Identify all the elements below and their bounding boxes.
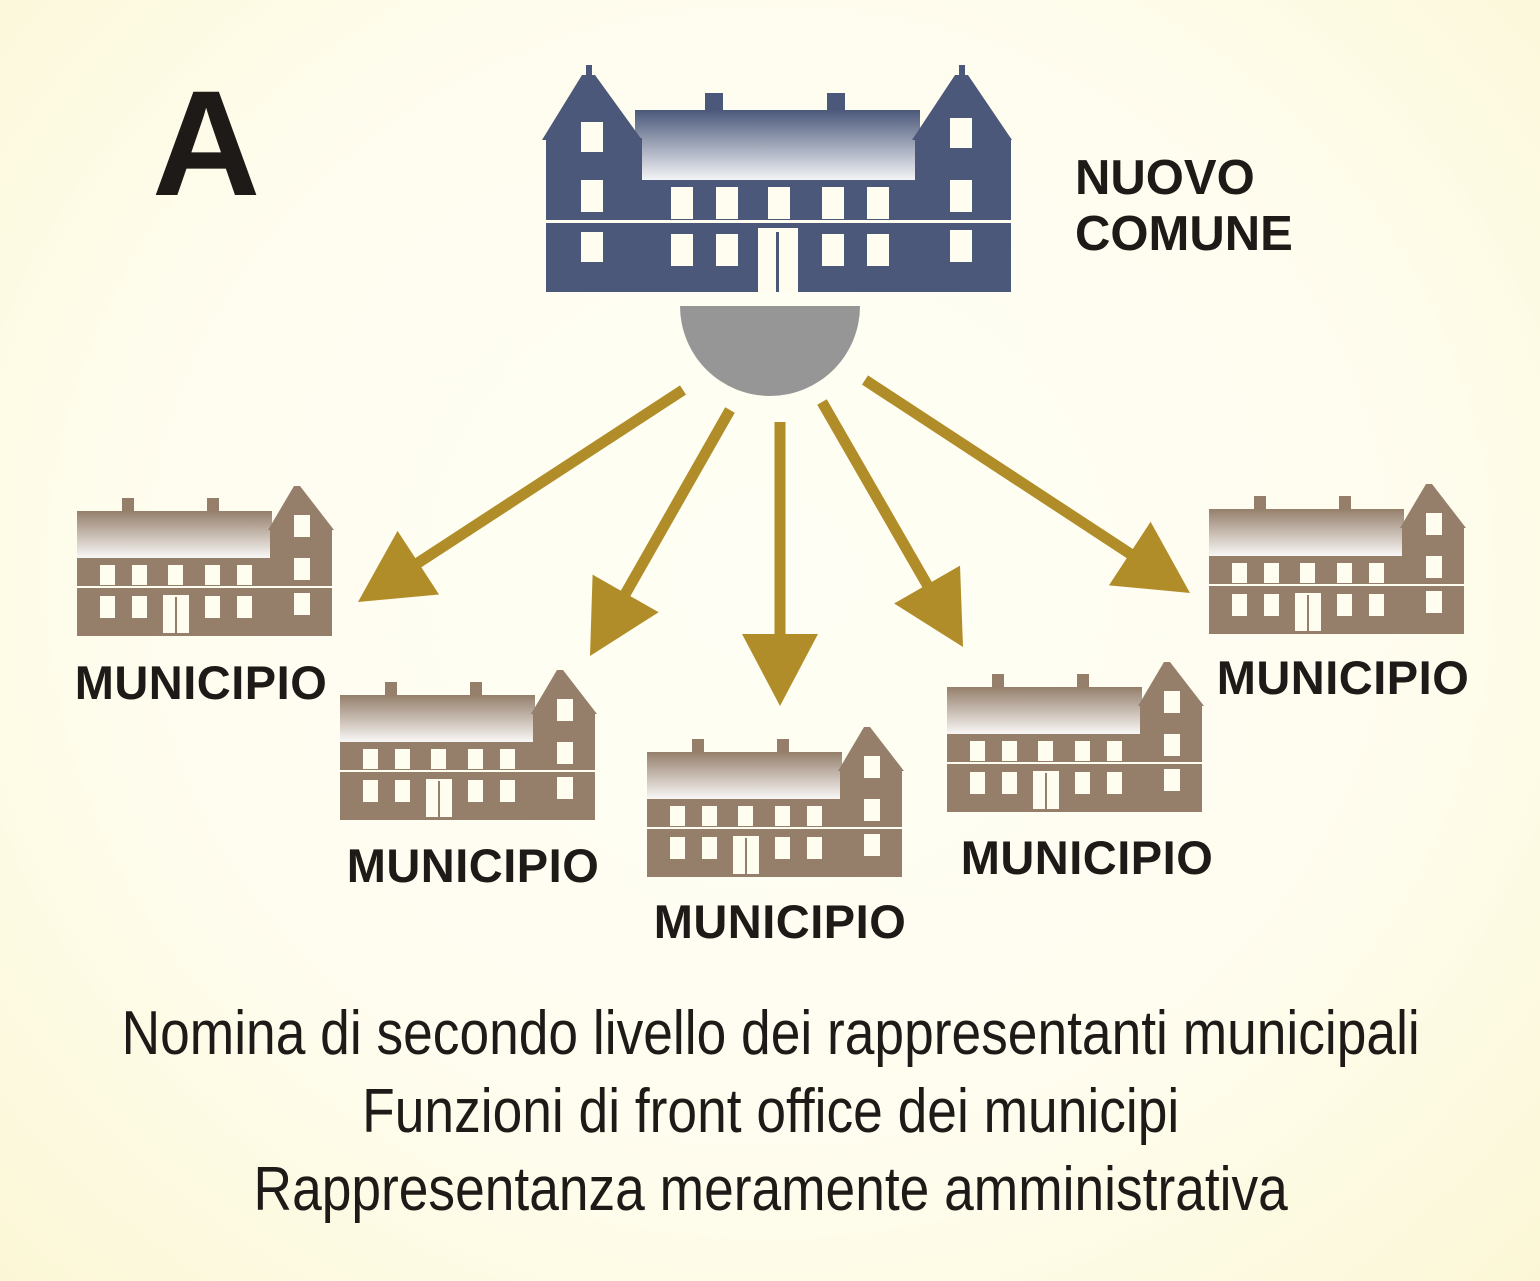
arrow-head-1 xyxy=(358,530,440,602)
municipio-label-3: MUNICIPIO xyxy=(653,895,907,948)
nuovo-comune-building xyxy=(542,65,1012,292)
arrows xyxy=(358,375,1190,706)
arrow-shaft-5 xyxy=(861,375,1137,561)
arrow-head-4 xyxy=(894,565,963,647)
municipio-building-3 xyxy=(647,727,904,877)
nuovo-comune-label-line2: COMUNE xyxy=(1075,207,1293,261)
arrow-head-2 xyxy=(590,574,659,656)
municipio-label-2: MUNICIPIO xyxy=(346,839,600,892)
description: Nomina di secondo livello dei rappresent… xyxy=(109,995,1433,1229)
arrow-head-5 xyxy=(1108,521,1190,593)
arrow-shaft-1 xyxy=(411,385,687,570)
municipio-building-2 xyxy=(340,670,597,820)
description-line-1: Nomina di secondo livello dei rappresent… xyxy=(121,999,1420,1068)
municipio-building-5 xyxy=(1209,484,1466,634)
panel-letter: A xyxy=(152,59,261,227)
description-line-3: Rappresentanza meramente amministrativa xyxy=(253,1155,1288,1224)
municipio-label-4: MUNICIPIO xyxy=(960,831,1214,884)
arrow-shaft-4 xyxy=(817,399,934,591)
arrow-head-3 xyxy=(742,634,818,706)
description-line-2: Funzioni di front office dei municipi xyxy=(362,1077,1180,1146)
municipio-building-1 xyxy=(77,486,334,636)
municipio-label-5: MUNICIPIO xyxy=(1216,651,1470,704)
arrow-shaft-2 xyxy=(618,407,735,600)
municipio-building-4 xyxy=(947,662,1204,812)
nuovo-comune-label: NUOVO COMUNE xyxy=(1075,150,1293,262)
nuovo-comune-label-line1: NUOVO xyxy=(1075,151,1255,205)
municipio-label-1: MUNICIPIO xyxy=(74,656,328,709)
hub-semicircle xyxy=(680,306,860,396)
